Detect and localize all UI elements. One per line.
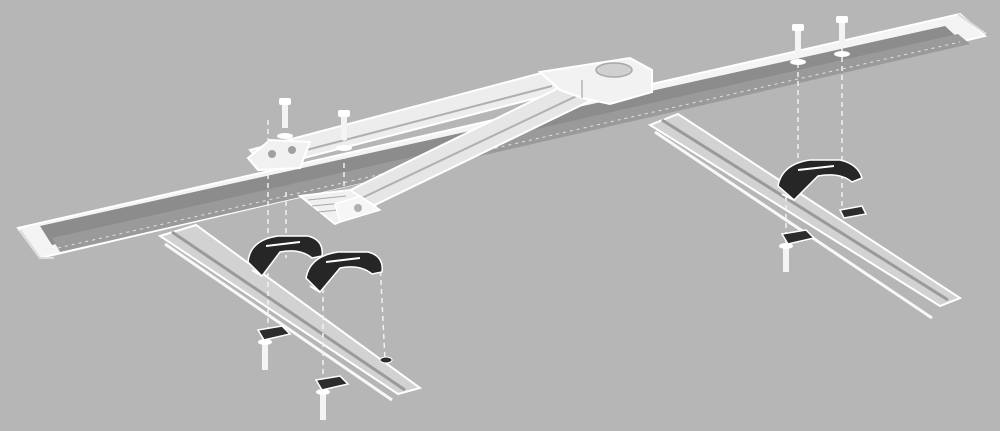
bolt-7 <box>779 243 793 272</box>
under-plate-1 <box>256 325 292 341</box>
bolt-1 <box>277 98 293 139</box>
frame-clamp-head <box>537 56 653 106</box>
wheel-tray <box>297 188 382 226</box>
under-plate-3 <box>780 205 868 245</box>
mounting-clamp-1 <box>247 235 323 278</box>
mounting-clamp-2 <box>305 251 383 294</box>
crossbar-front <box>157 223 423 402</box>
rear-bracket <box>246 138 312 172</box>
small-nut <box>379 356 393 364</box>
under-plate-2 <box>314 375 350 391</box>
bolt-6 <box>316 389 330 420</box>
bolt-2 <box>336 110 352 151</box>
bolt-4 <box>834 16 850 57</box>
mounting-clamp-3 <box>777 159 863 202</box>
bolt-5 <box>258 339 272 370</box>
crossbar-rear <box>647 112 963 320</box>
bolt-3 <box>790 24 806 65</box>
